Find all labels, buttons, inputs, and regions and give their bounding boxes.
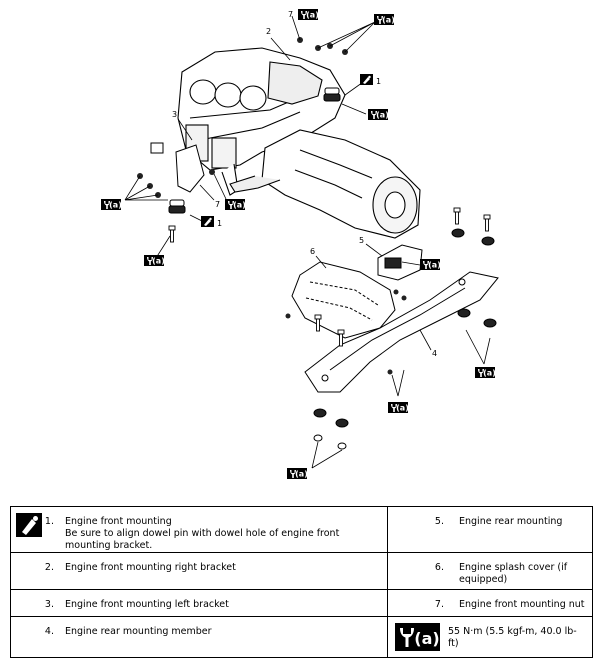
legend-number: 3. — [44, 599, 54, 610]
callout-4: 4 — [432, 349, 437, 358]
parts-legend-table: 1. Engine front mounting Be sure to alig… — [10, 506, 593, 658]
legend-number: 7. — [434, 599, 444, 610]
legend-cell-4: 4. Engine rear mounting member — [10, 616, 388, 658]
front-mounting-left — [168, 199, 186, 214]
torque-icon — [144, 255, 165, 266]
legend-text: Engine splash cover (if equipped) — [459, 562, 568, 585]
legend-text: Engine front mounting right bracket — [65, 562, 236, 573]
torque-icon — [420, 259, 441, 270]
legend-number: 5. — [434, 516, 444, 527]
legend-cell-torque: (a) 55 N·m (5.5 kgf-m, 40.0 lb-ft) — [387, 616, 593, 658]
legend-cell-2: 2. Engine front mounting right bracket — [10, 552, 388, 590]
grease-icon — [201, 216, 214, 227]
legend-cell-6: 6. Engine splash cover (if equipped) — [387, 552, 593, 590]
transmission — [229, 129, 421, 239]
legend-number: 6. — [434, 562, 444, 573]
callout-3: 3 — [172, 110, 177, 119]
legend-text: Engine front mounting nut — [459, 599, 585, 610]
torque-icon — [368, 109, 389, 120]
callout-5: 5 — [359, 236, 364, 245]
rear-mounting-member — [304, 271, 499, 393]
front-mounting-right — [323, 87, 341, 102]
legend-cell-3: 3. Engine front mounting left bracket — [10, 589, 388, 617]
leader-lines — [124, 15, 491, 469]
legend-text: Engine rear mounting member — [65, 626, 212, 637]
engine-rear-mounting — [377, 244, 423, 281]
front-mounting-left-bracket — [175, 144, 205, 193]
torque-icon — [298, 9, 319, 20]
callout-6: 6 — [310, 247, 315, 256]
grease-icon — [16, 513, 42, 537]
legend-text: Engine front mounting left bracket — [65, 599, 229, 610]
legend-cell-1: 1. Engine front mounting Be sure to alig… — [10, 506, 388, 553]
engine-block — [177, 47, 346, 196]
callout-1-upper: 1 — [376, 77, 381, 86]
grease-icon — [360, 74, 373, 85]
callout-7-lower: 7 — [215, 200, 220, 209]
callout-2: 2 — [266, 27, 271, 36]
legend-text: Engine rear mounting — [459, 516, 563, 527]
mounting-pad — [150, 142, 164, 154]
torque-icon — [101, 199, 122, 210]
torque-icon — [374, 14, 395, 25]
torque-icon — [475, 367, 496, 378]
legend-note: Be sure to align dowel pin with dowel ho… — [65, 528, 340, 551]
torque-icon — [388, 402, 409, 413]
torque-symbol-label: (a) — [414, 629, 439, 648]
exploded-view-diagram: (a) — [101, 9, 499, 479]
torque-icon — [287, 468, 308, 479]
legend-cell-5: 5. Engine rear mounting — [387, 506, 593, 553]
torque-value: 55 N·m (5.5 kgf-m, 40.0 lb-ft) — [448, 626, 577, 649]
legend-cell-7: 7. Engine front mounting nut — [387, 589, 593, 617]
callout-7-upper: 7 — [288, 10, 293, 19]
legend-number: 1. — [44, 516, 54, 527]
legend-number: 2. — [44, 562, 54, 573]
callout-1-lower: 1 — [217, 219, 222, 228]
torque-icon — [225, 199, 246, 210]
legend-text: Engine front mounting — [65, 516, 172, 527]
torque-icon: (a) — [395, 623, 440, 651]
legend-number: 4. — [44, 626, 54, 637]
